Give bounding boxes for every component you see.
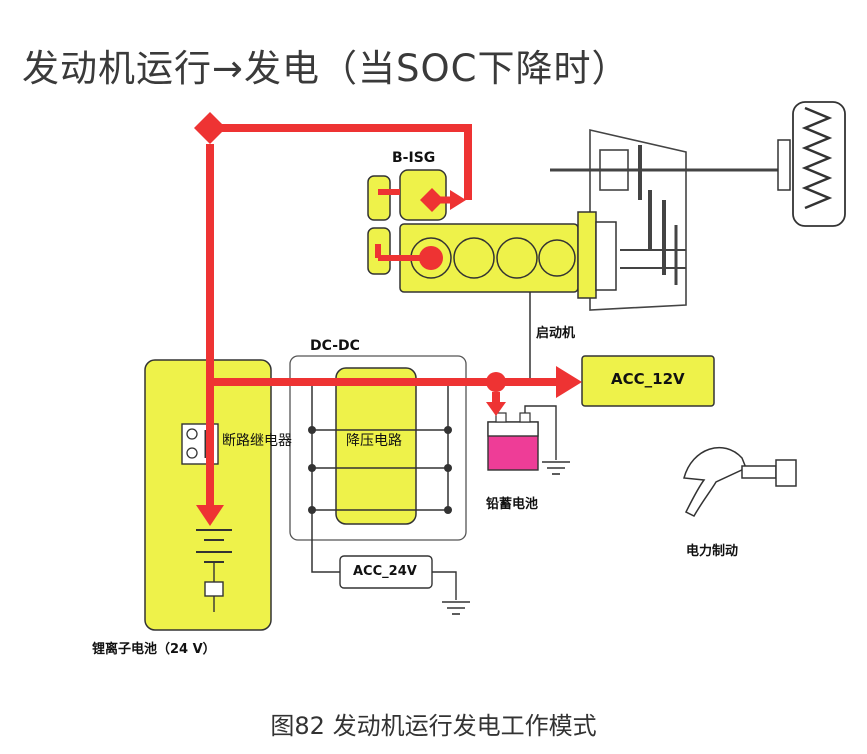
lead-battery-label: 铅蓄电池 [486,497,539,512]
bisg-label: B-ISG [392,150,436,166]
page-title: 发动机运行→发电（当SOC下降时） [22,47,630,90]
acc24-label: ACC_24V [353,564,417,579]
figure-caption: 图82 发动机运行发电工作模式 [270,712,597,740]
engine [399,211,617,299]
relay-label: 断路继电器 [222,433,292,449]
transmission [550,128,790,311]
junction-diamond [194,112,226,144]
starter-label: 启动机 [536,326,576,341]
acc12-box [581,355,715,407]
bisg-unit [367,169,447,275]
acc24-box [339,555,470,615]
wheel [777,101,846,227]
brake-pedal-icon [683,447,797,517]
lead-battery [487,405,570,475]
e-brake-label: 电力制动 [686,544,739,559]
dcdc-label: DC-DC [310,338,360,354]
energy-flow [194,112,582,526]
buck-circuit-label: 降压电路 [346,433,402,449]
acc12-label: ACC_12V [611,370,685,388]
li-battery-label: 锂离子电池（24 V） [92,642,216,657]
dcdc-converter [289,355,467,573]
